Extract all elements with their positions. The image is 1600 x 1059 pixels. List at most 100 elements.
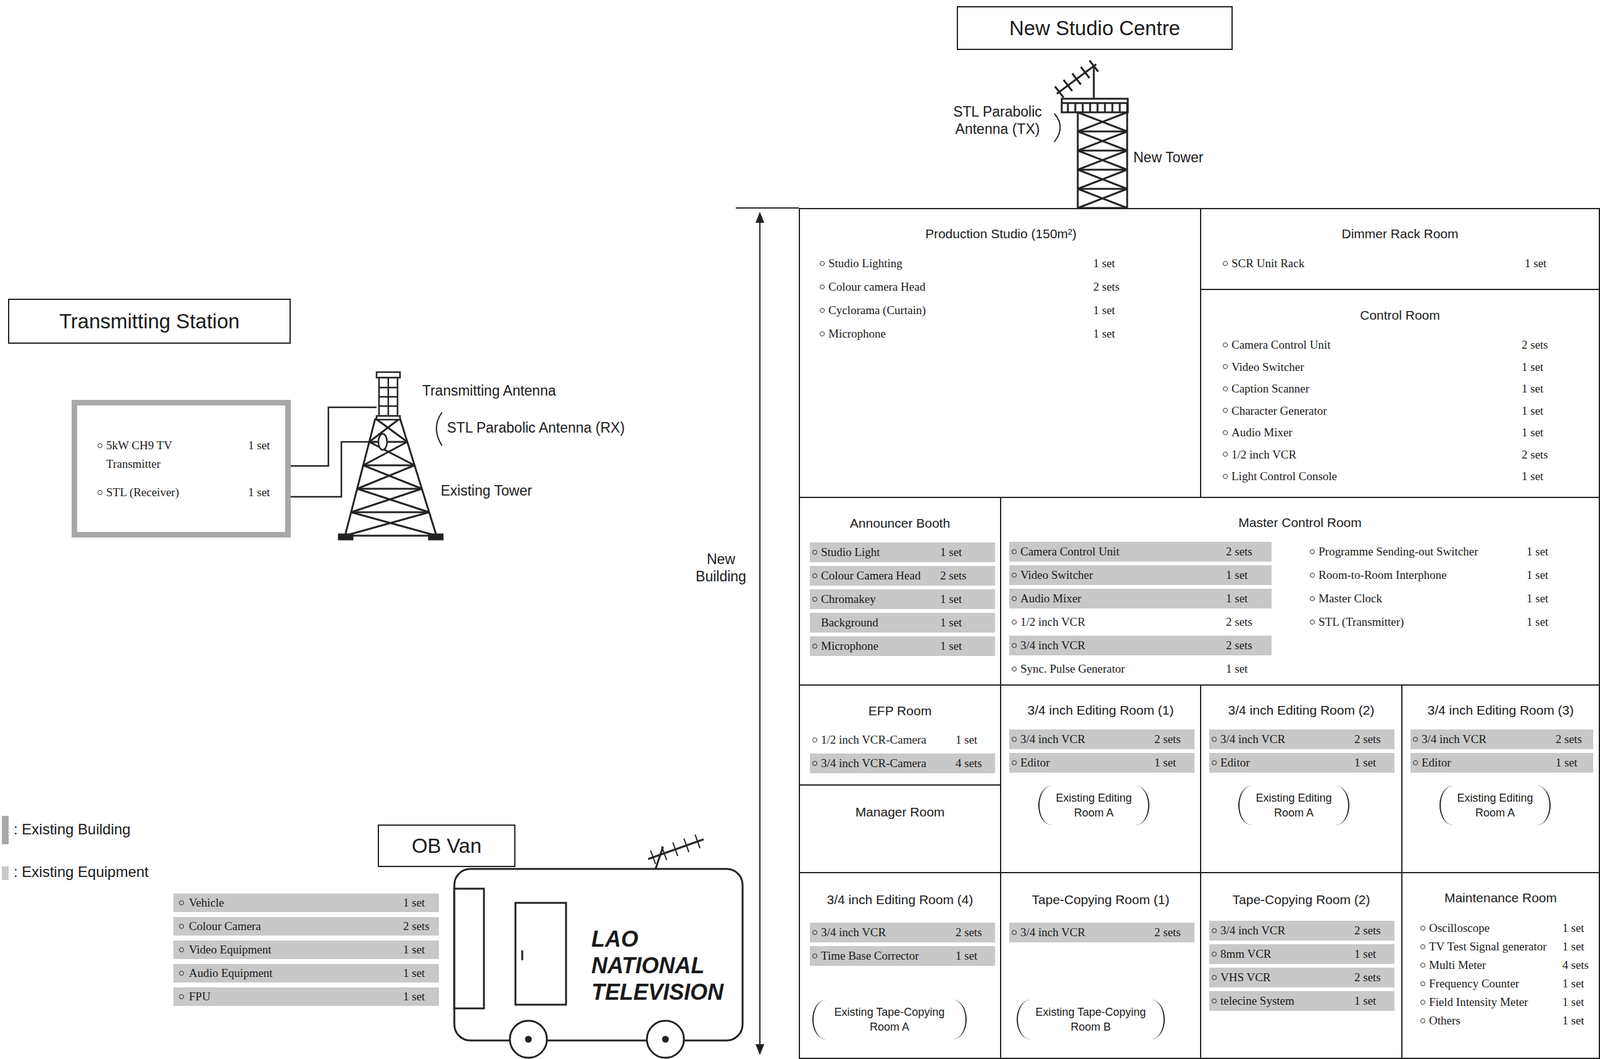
room-box: 3/4 inch Editing Room (1)3/4 inch VCR2 s…: [1000, 684, 1202, 874]
bullet-mark: [1222, 261, 1228, 267]
bullet-mark: [1011, 596, 1017, 602]
equipment-quantity: 2 sets: [1354, 920, 1381, 941]
tower-brace: [362, 464, 415, 467]
tower-brace: [1077, 130, 1128, 133]
yagi-element: [683, 838, 689, 853]
room-name: Tape-Copying Room (2): [1201, 891, 1402, 909]
equipment-name: Others: [1429, 1011, 1558, 1031]
room-box: Announcer BoothStudio Light1 setColour C…: [798, 496, 1002, 686]
new-tower: [1056, 64, 1097, 94]
equipment-name: 1/2 inch VCR: [1231, 445, 1517, 465]
tower-brace: [357, 465, 415, 489]
room-name: Tape-Copying Room (1): [1001, 891, 1200, 909]
bullet-mark: [819, 331, 825, 337]
equipment-row: Editor1 set: [1009, 753, 1195, 773]
bullet-mark: [812, 737, 818, 743]
equipment-name: 3/4 inch VCR: [1220, 920, 1350, 941]
bullet-mark: [1309, 549, 1315, 555]
equipment-quantity: 1 set: [1562, 993, 1584, 1012]
label-bracket: [1054, 113, 1061, 142]
equipment-name: STL (Transmitter): [1318, 612, 1522, 633]
bullet-mark: [812, 930, 818, 936]
equipment-quantity: 1 set: [1225, 659, 1248, 680]
platform-rail: [1074, 103, 1077, 113]
equipment-name: Frequency Counter: [1429, 974, 1558, 994]
equipment-row: Studio Lighting1 set: [817, 253, 1163, 274]
equipment-row: Video Switcher1 set: [1220, 358, 1567, 377]
equipment-row: Oscilloscope1 set: [1417, 919, 1597, 938]
equipment-quantity: 2 sets: [1225, 635, 1253, 656]
equipment-quantity: 1 set: [1521, 379, 1544, 399]
bullet-mark: [1309, 596, 1315, 602]
van-antenna: [650, 834, 700, 865]
room-box: Tape-Copying Room (1)3/4 inch VCR2 setsE…: [1000, 872, 1202, 1059]
equipment-name: Video Switcher: [1020, 565, 1221, 586]
bullet-mark: [1011, 643, 1017, 649]
bullet-mark: [179, 900, 184, 906]
equipment-row: 3/4 inch VCR-Camera4 sets: [809, 753, 996, 774]
equipment-name: Light Control Console: [1231, 467, 1517, 486]
equipment-row: Editor1 set: [1209, 753, 1395, 773]
feeder-line: [290, 441, 378, 497]
ob-equipment-quantity: 1 set: [403, 964, 425, 983]
tower-brace: [357, 488, 430, 513]
tower-brace: [1077, 131, 1128, 151]
bullet-mark: [1211, 737, 1217, 742]
equipment-name: 3/4 inch VCR: [1220, 729, 1350, 750]
room-box: EFP Room1/2 inch VCR-Camera1 set3/4 inch…: [798, 684, 1002, 786]
equipment-list: 5kW CH9 TV Transmitter1 setSTL (Receiver…: [95, 436, 281, 512]
tower-brace: [369, 441, 415, 466]
room-name: Master Control Room: [1001, 514, 1599, 532]
equipment-name: 3/4 inch VCR: [1020, 922, 1150, 943]
equipment-name: Camera Control Unit: [1020, 541, 1221, 562]
tower-brace: [357, 488, 423, 491]
bullet-mark: [179, 994, 184, 1000]
existing-room-note: Existing Editing Room A: [1238, 785, 1350, 826]
ob-van: [646, 1020, 684, 1059]
platform-rail: [1119, 103, 1121, 113]
ob-equipment-name: Vehicle: [188, 893, 225, 913]
new-tower: [1126, 112, 1129, 209]
bullet-mark: [1420, 1000, 1426, 1005]
ob-equipment-quantity: 1 set: [403, 893, 425, 913]
equipment-row: Sync. Pulse Generator1 set: [1009, 659, 1272, 680]
bullet-mark: [179, 924, 184, 930]
legend-swatch: [1, 816, 9, 845]
title-box: Transmitting Station: [8, 298, 291, 344]
room-name: Maintenance Room: [1402, 889, 1599, 907]
yagi-element: [1080, 67, 1090, 79]
tower-brace: [1077, 150, 1128, 170]
bullet-mark: [1420, 962, 1426, 968]
equipment-name: Sync. Pulse Generator: [1020, 659, 1221, 680]
room-box: Manager Room: [798, 784, 1002, 874]
yagi-element: [1089, 60, 1099, 72]
ob-van: [454, 869, 743, 1041]
equipment-row: 3/4 inch VCR2 sets: [809, 922, 996, 943]
tower-brace: [1077, 131, 1128, 151]
equipment-quantity: 1 set: [1562, 937, 1584, 957]
equipment-name: Programme Sending-out Switcher: [1318, 541, 1522, 562]
equipment-list: 3/4 inch VCR2 sets: [1009, 922, 1195, 947]
title-text: New Studio Centre: [958, 16, 1232, 41]
room-name: Control Room: [1201, 306, 1599, 325]
bullet-mark: [179, 970, 184, 976]
equipment-quantity: 1 set: [1562, 919, 1584, 938]
equipment-row: STL (Transmitter)1 set: [1307, 612, 1567, 633]
ob-van: [662, 1037, 668, 1042]
room-box: Maintenance RoomOscilloscope1 setTV Test…: [1401, 872, 1600, 1059]
equipment-row: Video Switcher1 set: [1009, 565, 1272, 586]
bullet-mark: [1412, 737, 1418, 742]
equipment-row: 3/4 inch VCR2 sets: [1209, 729, 1395, 750]
equipment-name: VHS VCR: [1220, 967, 1350, 988]
equipment-row: Microphone1 set: [817, 324, 1163, 344]
ob-equipment-quantity: 1 set: [403, 940, 425, 960]
tower-brace: [1077, 150, 1128, 152]
tower-brace: [1077, 112, 1128, 132]
yagi-element: [1063, 80, 1073, 92]
equipment-name: Cyclorama (Curtain): [828, 300, 1089, 321]
equipment-row: Microphone1 set: [809, 636, 996, 657]
tower-brace: [1077, 188, 1128, 209]
tower-brace: [351, 511, 430, 514]
part-label: Transmitting Antenna: [422, 382, 557, 400]
equipment-name: 3/4 inch VCR: [820, 922, 951, 943]
